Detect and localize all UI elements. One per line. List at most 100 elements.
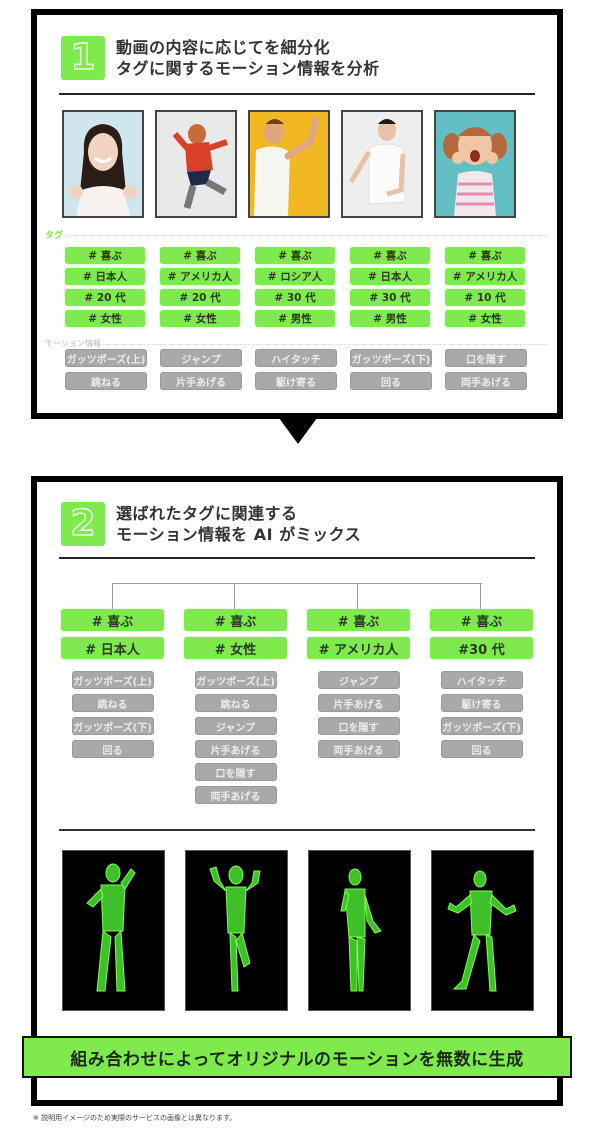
photo-smiling-woman	[62, 110, 144, 218]
tag-chip: # 20 代	[160, 289, 240, 306]
tag-chip: # 喜ぶ	[65, 247, 145, 264]
tag-chip: # 男性	[350, 310, 430, 327]
green-figure-icon	[86, 863, 136, 992]
tag-grid: # 喜ぶ # 喜ぶ # 喜ぶ # 喜ぶ # 喜ぶ # 日本人 # アメリカ人 #…	[65, 247, 525, 327]
motion-chip: 両手あげる	[194, 786, 277, 804]
step2-title: 選ばれたタグに関連する モーション情報を AI がミックス	[116, 503, 361, 545]
motion-section-dotted-line	[99, 344, 547, 345]
photo-running-man	[341, 110, 423, 218]
motion-chip: 片手あげる	[317, 694, 400, 712]
motion-chip: ハイタッチ	[440, 671, 523, 689]
motion-chip: ガッツポーズ(上)	[65, 349, 147, 367]
motion-chip: ガッツポーズ(下)	[350, 349, 432, 367]
footnote: ※ 説明用イメージのため実際のサービスの画像とは異なります。	[33, 1114, 237, 1122]
tag-chip: # 30 代	[255, 289, 335, 306]
motion-chip: 跳ねる	[65, 372, 147, 390]
motion-chip: ジャンプ	[160, 349, 242, 367]
motion-chip: 両手あげる	[317, 740, 400, 758]
tag-chip: # アメリカ人	[445, 268, 525, 285]
tree-branch-line	[112, 583, 113, 609]
mix-columns: # 喜ぶ # 日本人 ガッツポーズ(上) 跳ねる ガッツポーズ(下) 回る # …	[61, 609, 533, 809]
tag-chip: # 女性	[184, 637, 287, 659]
tag-chip: # 喜ぶ	[350, 247, 430, 264]
tag-chip: # 20 代	[65, 289, 145, 306]
conclusion-banner: 組み合わせによってオリジナルのモーションを無数に生成	[22, 1036, 572, 1078]
motion-chip: 口を隠す	[317, 717, 400, 735]
motion-chip: 跳ねる	[194, 694, 277, 712]
motion-chip: 回る	[350, 372, 432, 390]
motion-grid: ガッツポーズ(上) ジャンプ ハイタッチ ガッツポーズ(下) 口を隠す 跳ねる …	[65, 349, 527, 390]
motion-chip: ガッツポーズ(下)	[71, 717, 154, 735]
person-icon	[348, 119, 406, 205]
motion-chip: 口を隠す	[194, 763, 277, 781]
person-icon	[443, 127, 507, 216]
tag-chip: # 30 代	[350, 289, 430, 306]
tag-chip: # アメリカ人	[160, 268, 240, 285]
tag-chip: # 喜ぶ	[61, 609, 164, 631]
motion-chip: 駆け寄る	[255, 372, 337, 390]
generated-motion-figure-3	[308, 850, 411, 1011]
tree-connector	[112, 583, 482, 609]
green-figure-icon	[447, 870, 517, 992]
tag-chip: # 男性	[255, 310, 335, 327]
tag-chip: # 日本人	[65, 268, 145, 285]
title-line-1: 動画の内容に応じてを細分化	[116, 38, 331, 57]
tag-chip: # 女性	[445, 310, 525, 327]
tag-chip: # 喜ぶ	[445, 247, 525, 264]
motion-chip: ガッツポーズ(上)	[71, 671, 154, 689]
tag-chip: # 喜ぶ	[307, 609, 410, 631]
down-arrow-icon	[279, 418, 317, 444]
motion-chip: 回る	[71, 740, 154, 758]
tag-chip: # 日本人	[350, 268, 430, 285]
mix-column-4: # 喜ぶ #30 代 ハイタッチ 駆け寄る ガッツポーズ(下) 回る	[430, 609, 533, 809]
green-figure-icon	[209, 865, 261, 992]
motion-chip: 片手あげる	[194, 740, 277, 758]
motion-chip: 回る	[440, 740, 523, 758]
tag-chip: # ロシア人	[255, 268, 335, 285]
photo-surprised-girl	[434, 110, 516, 218]
title-line-1: 選ばれたタグに関連する	[116, 504, 298, 523]
tag-chip: # 10 代	[445, 289, 525, 306]
step1-header: 1 動画の内容に応じてを細分化 タグに関するモーション情報を分析	[61, 36, 380, 80]
tag-chip: # 喜ぶ	[255, 247, 335, 264]
motion-chip: 片手あげる	[160, 372, 242, 390]
generated-motion-figure-1	[62, 850, 165, 1011]
title-line-2: モーション情報を AI がミックス	[116, 525, 362, 544]
person-icon	[69, 124, 137, 216]
person-icon	[172, 124, 228, 209]
section-divider	[59, 829, 535, 831]
photo-high-five-man	[248, 110, 330, 218]
motion-chip: ハイタッチ	[255, 349, 337, 367]
tag-section-label: タグ	[45, 231, 64, 241]
header-divider	[59, 93, 535, 95]
tag-chip: # 女性	[160, 310, 240, 327]
motion-chip: ガッツポーズ(上)	[194, 671, 277, 689]
motion-chip: 両手あげる	[445, 372, 527, 390]
tag-chip: #30 代	[430, 637, 533, 659]
photo-row	[62, 110, 516, 218]
tree-branch-line	[480, 583, 481, 609]
step2-panel: 2 選ばれたタグに関連する モーション情報を AI がミックス # 喜ぶ # 日…	[31, 476, 563, 1106]
header-divider	[59, 557, 535, 559]
tree-branch-line	[357, 583, 358, 609]
step-number-badge: 2	[61, 502, 105, 546]
step1-panel: 1 動画の内容に応じてを細分化 タグに関するモーション情報を分析	[31, 9, 563, 419]
tag-chip: # アメリカ人	[307, 637, 410, 659]
green-figure-icon	[340, 868, 382, 992]
motion-chip: ガッツポーズ(下)	[440, 717, 523, 735]
tag-section-dotted-line	[67, 235, 547, 236]
tag-chip: # 喜ぶ	[160, 247, 240, 264]
mix-column-3: # 喜ぶ # アメリカ人 ジャンプ 片手あげる 口を隠す 両手あげる	[307, 609, 410, 809]
mix-column-1: # 喜ぶ # 日本人 ガッツポーズ(上) 跳ねる ガッツポーズ(下) 回る	[61, 609, 164, 809]
motion-chip: ジャンプ	[194, 717, 277, 735]
step-number-badge: 1	[61, 36, 105, 80]
motion-chip: 駆け寄る	[440, 694, 523, 712]
tag-chip: # 喜ぶ	[184, 609, 287, 631]
mix-column-2: # 喜ぶ # 女性 ガッツポーズ(上) 跳ねる ジャンプ 片手あげる 口を隠す …	[184, 609, 287, 809]
tag-chip: # 女性	[65, 310, 145, 327]
tree-horizontal-line	[112, 583, 482, 584]
tag-chip: # 日本人	[61, 637, 164, 659]
motion-section-label: モーション情報	[45, 339, 101, 348]
generated-figures-row	[62, 850, 534, 1011]
step1-title: 動画の内容に応じてを細分化 タグに関するモーション情報を分析	[116, 37, 380, 79]
